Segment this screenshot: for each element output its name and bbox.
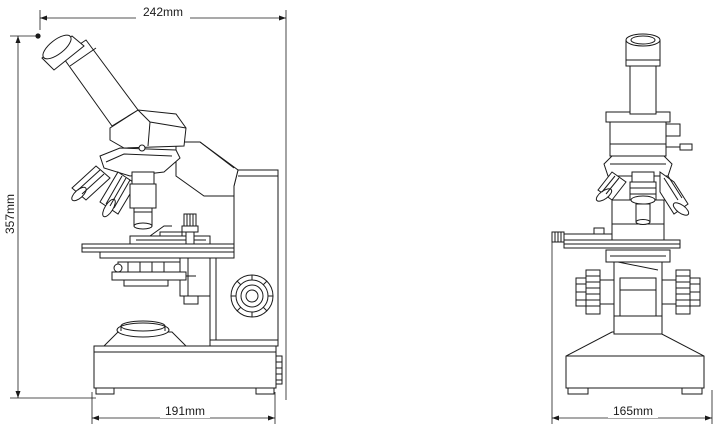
- side-objective-middle: [99, 171, 137, 218]
- side-upper-arm: [175, 141, 239, 197]
- dimension-label-191: 191mm: [165, 404, 205, 418]
- front-condenser: [605, 249, 671, 271]
- dimension-label-165: 165mm: [613, 404, 653, 418]
- dimension-bottom-depth: 191mm: [91, 392, 276, 424]
- front-objective-right: [659, 171, 690, 216]
- dimension-bottom-width-front: 165mm: [551, 238, 713, 424]
- front-head: [605, 111, 693, 157]
- front-focus-knob-right: [661, 269, 701, 315]
- front-view-microscope: [551, 33, 705, 395]
- side-objective-left: [71, 165, 111, 202]
- side-condenser: [111, 261, 196, 287]
- side-base: [93, 345, 283, 395]
- dimension-label-357: 357mm: [3, 194, 17, 234]
- dimension-top-width: 242mm: [39, 5, 287, 400]
- dimension-label-242: 242mm: [143, 5, 183, 19]
- side-illuminator: [102, 320, 188, 347]
- side-stage: [81, 213, 235, 259]
- front-focus-knob-left: [575, 269, 615, 315]
- side-objective-right: [129, 171, 157, 230]
- side-head: [109, 109, 187, 152]
- front-eyepiece-tube: [625, 33, 661, 115]
- dimension-left-height: 357mm: [3, 33, 96, 399]
- front-objective-left: [595, 171, 627, 202]
- side-eyepiece-tube: [41, 34, 139, 127]
- side-view-microscope: [41, 34, 283, 395]
- side-nosepiece: [99, 147, 181, 177]
- front-base: [565, 331, 705, 395]
- side-focus-knob: [230, 274, 274, 318]
- front-objective-middle: [629, 171, 657, 225]
- front-column: [613, 261, 663, 335]
